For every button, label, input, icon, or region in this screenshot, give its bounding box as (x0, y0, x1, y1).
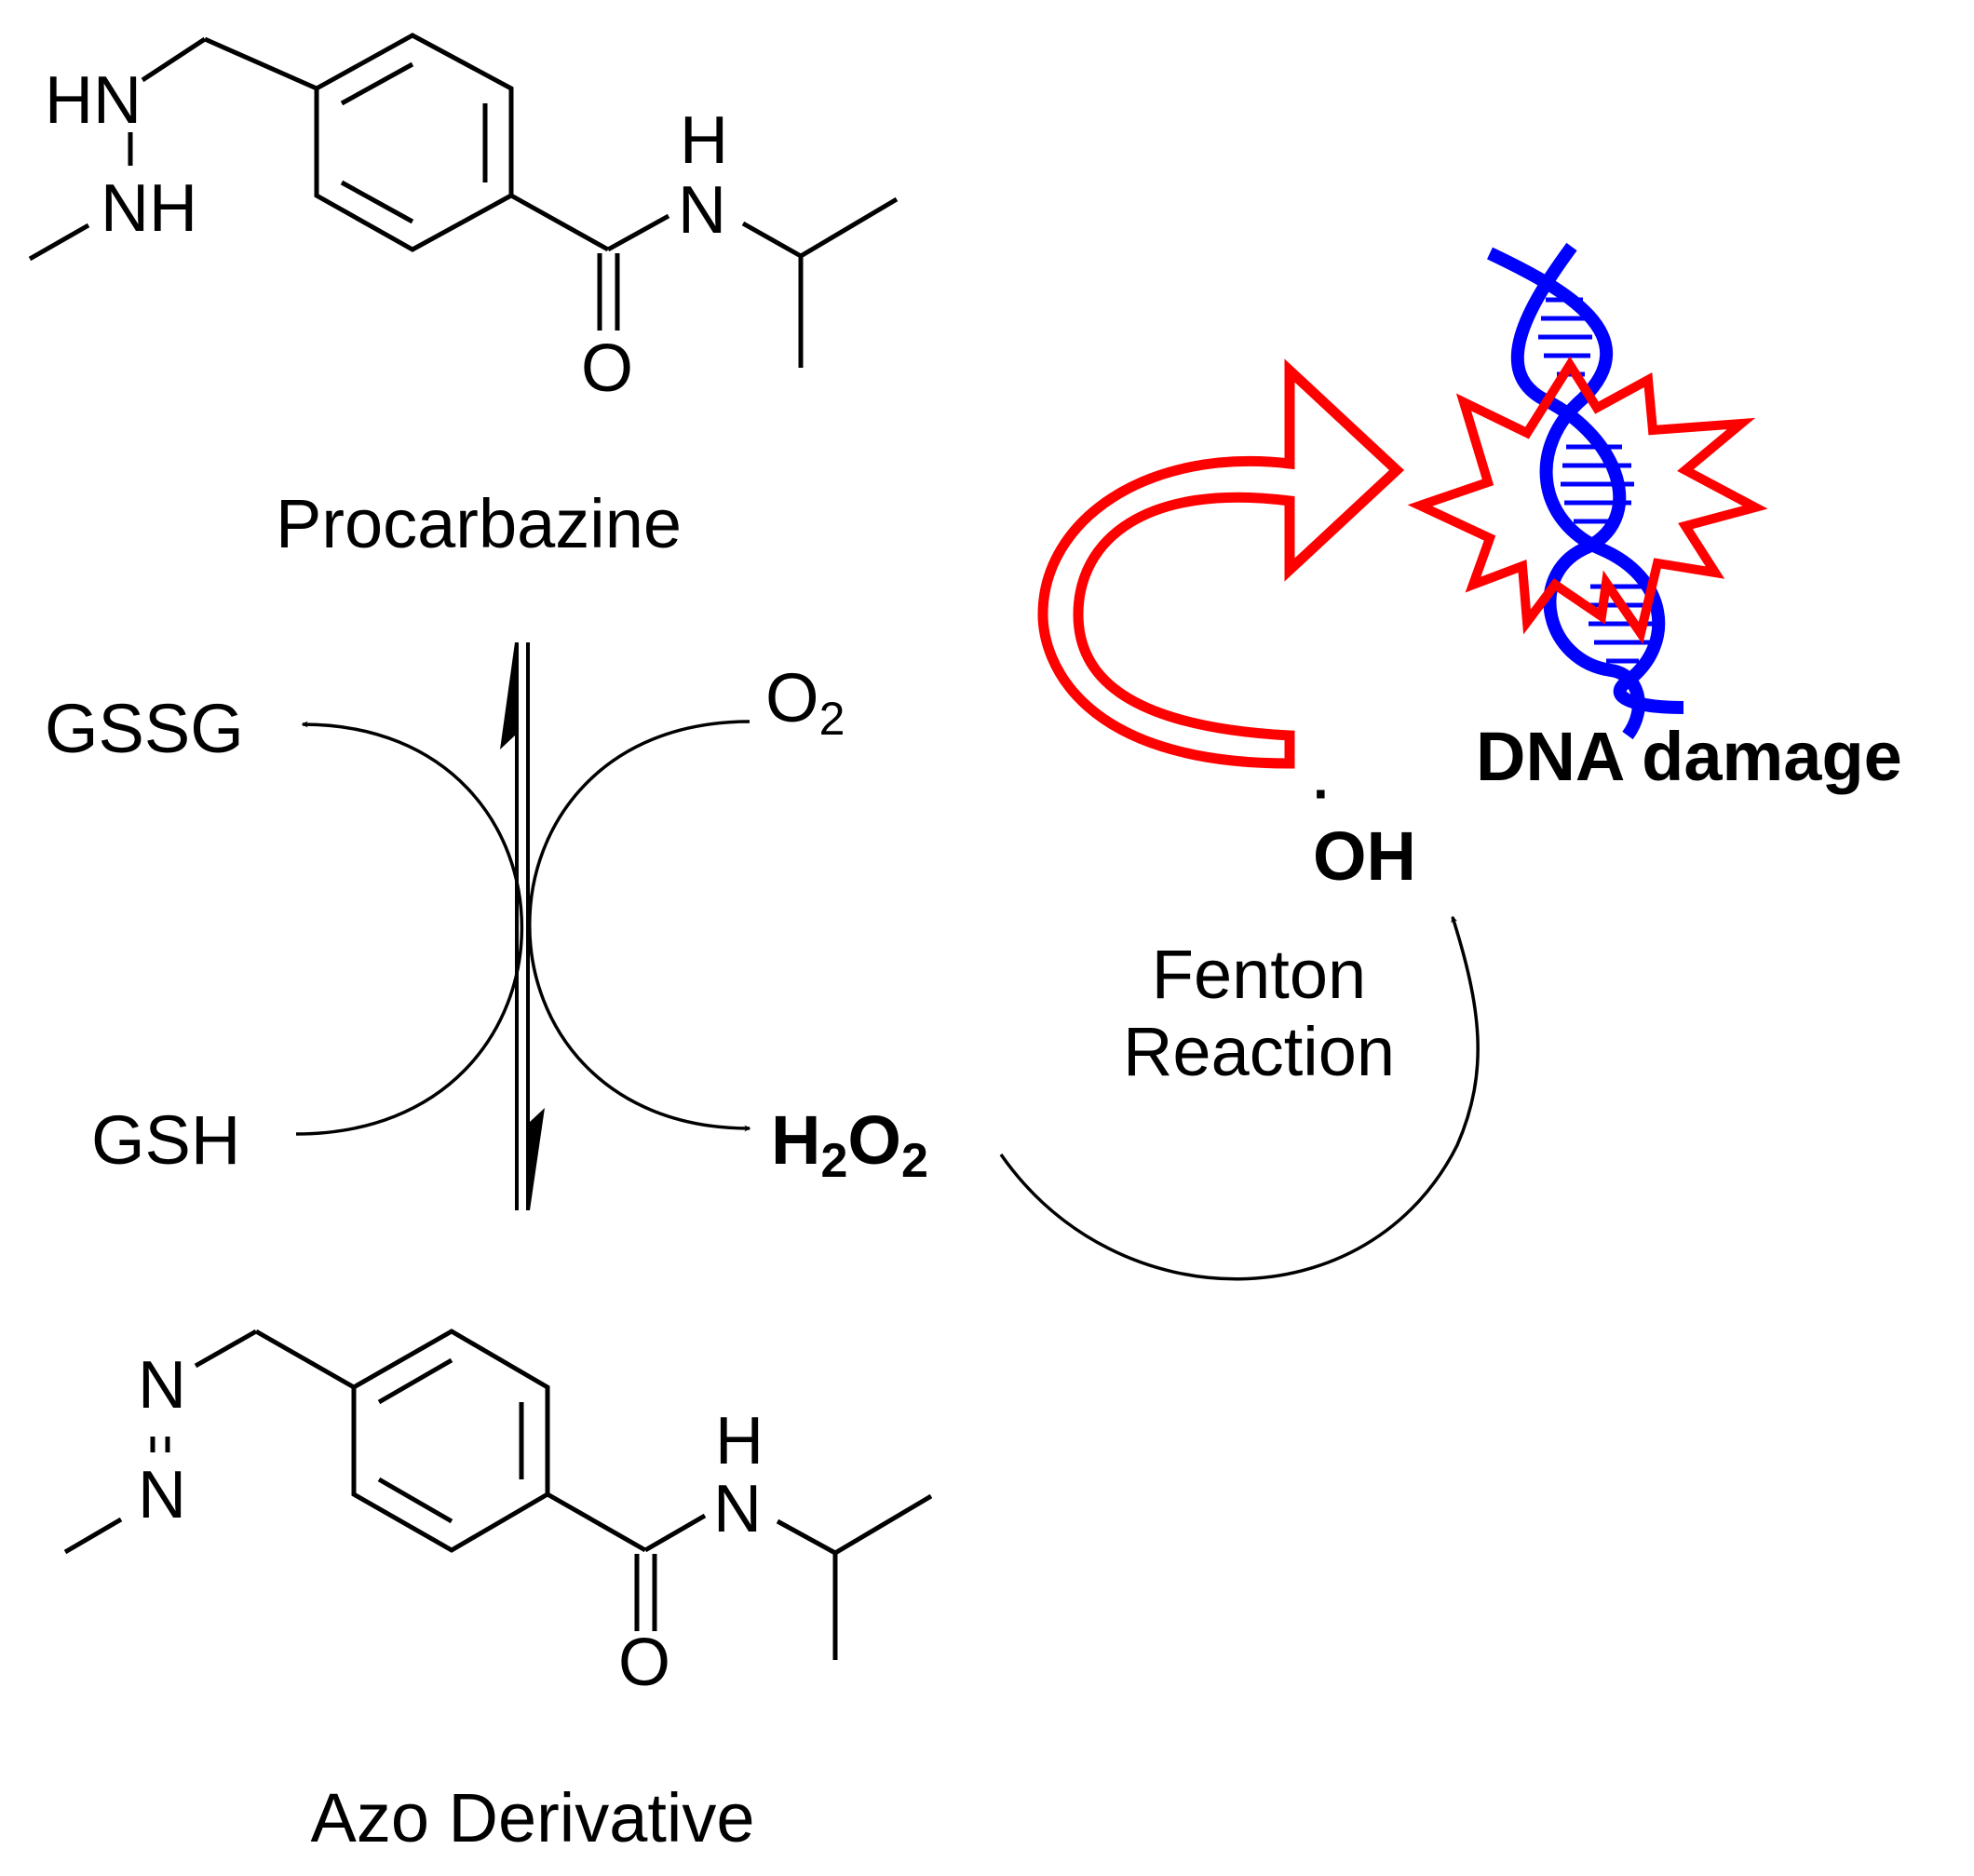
atom-amide-n: N (678, 173, 726, 248)
gsh-to-gssg-arrow (295, 721, 523, 1136)
atom-n-top: N (138, 1348, 186, 1423)
h2o2-label: H2O2 (771, 1101, 928, 1188)
oh-radical-label: OH (1313, 817, 1416, 895)
azo-derivative-structure: N N H N O (63, 1329, 933, 1700)
gssg-label: GSSG (45, 690, 244, 767)
dna-damage-label: DNA damage (1476, 718, 1902, 795)
atom-amide-h: H (715, 1404, 764, 1478)
o2-label: O2 (765, 659, 845, 745)
gsh-label: GSH (91, 1101, 240, 1179)
atom-carbonyl-o: O (618, 1626, 670, 1700)
atom-n-bottom: N (138, 1458, 186, 1532)
procarbazine-structure: HN NH H N O (28, 33, 899, 406)
procarbazine-label: Procarbazine (276, 485, 682, 562)
atom-amide-n: N (713, 1472, 762, 1546)
dna-helix-icon (1486, 242, 1684, 740)
fenton-line1: Fenton (1152, 936, 1366, 1013)
fenton-line2: Reaction (1123, 1013, 1395, 1090)
red-curved-arrow (1037, 358, 1405, 769)
oh-radical-dot: · (1313, 763, 1332, 825)
atom-carbonyl-o: O (581, 331, 633, 406)
atom-hn: HN (45, 63, 142, 138)
damage-burst-icon (1407, 356, 1768, 645)
azo-derivative-label: Azo Derivative (310, 1779, 754, 1856)
equilibrium-arrows (500, 642, 545, 1210)
o2-to-h2o2-arrow (528, 720, 751, 1132)
fenton-reaction-arrow (999, 915, 1480, 1281)
atom-amide-h: H (680, 103, 728, 178)
atom-nh: NH (101, 171, 197, 246)
